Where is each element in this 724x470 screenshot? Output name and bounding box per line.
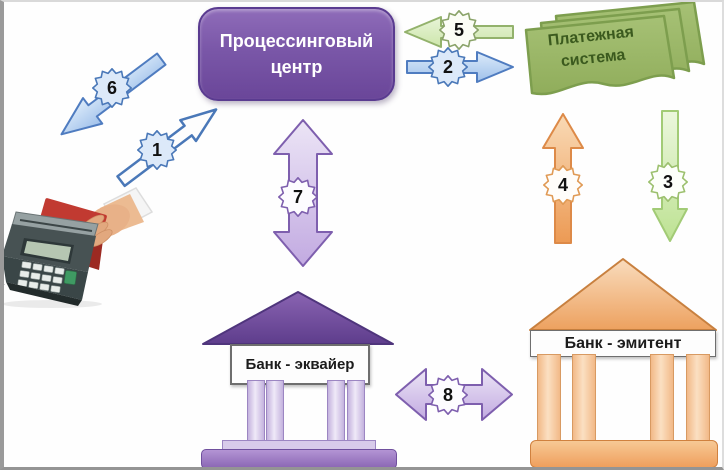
flow-step-badge-2: 2 xyxy=(428,47,468,87)
node-processing-center: Процессинговый центр xyxy=(198,7,395,101)
node-payment-system-stack xyxy=(524,0,706,96)
bank-acquirer-column xyxy=(347,380,365,442)
bank-acquirer-column xyxy=(247,380,265,442)
bank-issuer-column xyxy=(650,354,674,442)
badge-number: 8 xyxy=(442,384,453,405)
flow-step-badge-6: 6 xyxy=(92,68,132,108)
bank-acquirer-column xyxy=(266,380,284,442)
badge-number: 1 xyxy=(151,139,162,160)
badge-number: 2 xyxy=(442,56,453,77)
bank-acquirer-banner: Банк - эквайер xyxy=(230,344,370,385)
node-bank-acquirer: Банк - эквайер xyxy=(201,288,397,469)
pos-terminal-photo xyxy=(0,187,154,308)
bank-issuer-roof-icon xyxy=(529,258,717,331)
badge-number: 7 xyxy=(292,186,303,207)
flow-step-badge-5: 5 xyxy=(439,10,479,50)
flow-step-badge-1: 1 xyxy=(137,130,177,170)
processing-center-label-line2: центр xyxy=(270,57,323,77)
badge-number: 6 xyxy=(106,77,117,98)
processing-center-label-line1: Процессинговый xyxy=(219,30,374,51)
flow-step-badge-7: 7 xyxy=(278,177,318,217)
bank-acquirer-roof-icon xyxy=(202,291,394,345)
bank-issuer-column xyxy=(537,354,561,442)
flow-step-badge-4: 4 xyxy=(543,165,583,205)
badge-number: 3 xyxy=(662,171,673,192)
flow-step-badge-3: 3 xyxy=(648,162,688,202)
badge-number: 4 xyxy=(557,174,568,195)
bank-issuer-banner: Банк - эмитент xyxy=(530,330,716,357)
bank-issuer-label: Банк - эмитент xyxy=(564,334,682,352)
node-bank-issuer: Банк - эмитент xyxy=(528,256,718,468)
bank-issuer-base xyxy=(530,440,718,468)
bank-acquirer-column xyxy=(327,380,345,442)
badge-number: 5 xyxy=(453,19,464,40)
flow-step-badge-8: 8 xyxy=(428,375,468,415)
bank-acquirer-base xyxy=(201,449,397,469)
bank-issuer-column xyxy=(572,354,596,442)
bank-issuer-column xyxy=(686,354,710,442)
bank-acquirer-label: Банк - эквайер xyxy=(245,356,355,373)
